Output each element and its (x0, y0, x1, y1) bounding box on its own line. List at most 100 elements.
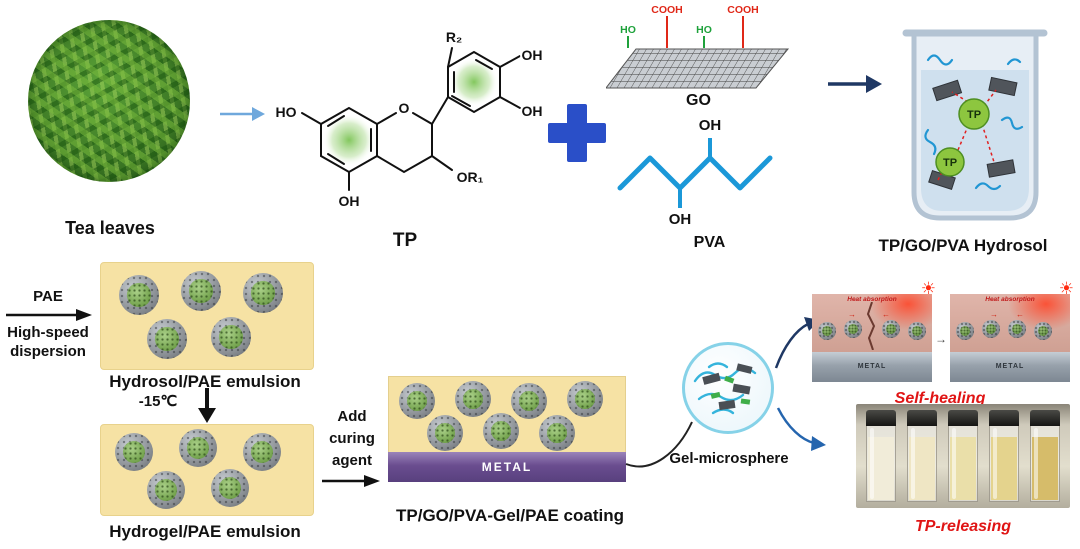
pva-figure: OH OH PVA (612, 110, 807, 258)
go-label: GO (686, 92, 711, 109)
gel-sphere (427, 415, 463, 451)
gel-sphere (818, 322, 836, 340)
arrow-freeze-down-icon (198, 388, 216, 423)
hydrosol-label: TP/GO/PVA Hydrosol (878, 236, 1048, 255)
go-ho-label: HO (620, 24, 636, 36)
metal-label: METAL (857, 363, 887, 370)
vial-liquid (991, 437, 1017, 500)
gel-sphere (147, 319, 187, 359)
chem-oh-label: OH (522, 103, 543, 119)
gel-microsphere-label: Gel-microsphere (669, 450, 789, 467)
vial-liquid (950, 437, 976, 500)
connector-curve (625, 421, 693, 468)
heal-coating: Heat absorption → ← (950, 294, 1070, 352)
gel-sphere (399, 383, 435, 419)
gel-sphere (908, 322, 926, 340)
sun-icon: ☀ (920, 279, 936, 298)
pva-oh-bottom-label: OH (669, 211, 692, 228)
emulsion2-label: Hydrogel/PAE emulsion (109, 522, 301, 541)
heal-arrow-left-icon: ← (1016, 310, 1024, 319)
gel-sphere (455, 381, 491, 417)
emulsion1-label: Hydrosol/PAE emulsion (109, 372, 301, 391)
temperature-label: -15℃ (138, 393, 178, 410)
gel-sphere (147, 471, 185, 509)
vial-body (866, 426, 896, 502)
heal-arrow-right-icon: → (990, 310, 998, 319)
chem-ho-label: HO (276, 104, 297, 120)
crack-line (866, 302, 876, 350)
metal-label: METAL (995, 363, 1025, 370)
cooh-bond (666, 16, 668, 48)
pva-oh-top-label: OH (699, 117, 722, 134)
vial-cap (948, 410, 978, 426)
curing-add-label: Add (337, 408, 367, 425)
gel-sphere (1008, 320, 1026, 338)
tp-releasing-label: TP-releasing (914, 518, 1012, 535)
bond-lines (301, 47, 521, 191)
go-flakes (928, 76, 1018, 191)
heal-transition-arrow-icon: → (935, 332, 947, 346)
vial (989, 410, 1019, 502)
go-ho-label: HO (696, 24, 712, 36)
pva-squiggles (924, 54, 1024, 191)
gel-sphere (483, 413, 519, 449)
gel-sphere (511, 383, 547, 419)
vial-liquid (1032, 437, 1058, 500)
tp-release-photo (856, 404, 1070, 508)
vial-cap (989, 410, 1019, 426)
aromatic-ring-shade (323, 114, 375, 166)
tp-particle-label: TP (943, 157, 957, 169)
microsphere-network (693, 362, 757, 415)
heal-arrow-left-icon: ← (882, 310, 890, 319)
go-cooh-label: COOH (651, 4, 683, 16)
self-healing-label: Self-healing (894, 390, 986, 407)
gel-sphere (982, 320, 1000, 338)
hydrosol-emulsion-box (100, 262, 314, 370)
coating-figure: METAL (388, 376, 626, 482)
heal-metal-bar: METAL (950, 352, 1070, 382)
heal-coating: Heat absorption → ← (812, 294, 932, 352)
go-sheet (606, 48, 790, 89)
curing-curing-label: curing (329, 430, 375, 447)
heal-arrow-right-icon: → (848, 310, 856, 319)
vial-liquid (909, 437, 935, 500)
chem-oh-label: OH (339, 193, 360, 209)
gel-sphere (956, 322, 974, 340)
go-figure: COOH COOH HO HO GO (606, 4, 791, 110)
tp-particles: TP TP (935, 98, 990, 177)
gel-sphere (243, 273, 283, 313)
self-healing-figure: Heat absorption → ← METAL ☀ → Heat absor… (812, 279, 1074, 384)
arrow-tea-to-tp-icon (220, 107, 265, 121)
vial (948, 410, 978, 502)
tp-particle-label: TP (967, 109, 981, 121)
metal-label: METAL (481, 460, 533, 474)
chem-oh-label: OH (522, 47, 543, 63)
coating-gel-layer (388, 376, 626, 454)
gel-sphere (567, 381, 603, 417)
heat-absorption-label: Heat absorption (985, 296, 1035, 303)
metal-bar: METAL (388, 452, 626, 482)
hydrogel-emulsion-box (100, 424, 314, 516)
tea-leaves-label: Tea leaves (65, 218, 155, 238)
hydrosol-beaker: TP TP (902, 29, 1048, 221)
vial-cap (907, 410, 937, 426)
gel-sphere (243, 433, 281, 471)
tp-label: TP (392, 230, 418, 251)
cooh-bond (742, 16, 744, 48)
tea-leaves-photo (28, 20, 190, 182)
ho-bond (703, 36, 705, 48)
vial-cap (1030, 410, 1060, 426)
gel-sphere (1034, 322, 1052, 340)
dispersion-label: dispersion (10, 343, 86, 360)
gel-sphere (539, 415, 575, 451)
ho-bond (627, 36, 629, 48)
pva-label: PVA (693, 234, 726, 251)
gel-sphere (115, 433, 153, 471)
aromatic-ring-shade (450, 58, 498, 106)
heal-metal-bar: METAL (812, 352, 932, 382)
chem-o-label: O (399, 100, 410, 116)
plus-icon (548, 104, 606, 162)
chem-or1-label: OR₁ (457, 169, 484, 185)
vial-body (907, 426, 937, 502)
arrow-pae-icon (6, 309, 92, 321)
